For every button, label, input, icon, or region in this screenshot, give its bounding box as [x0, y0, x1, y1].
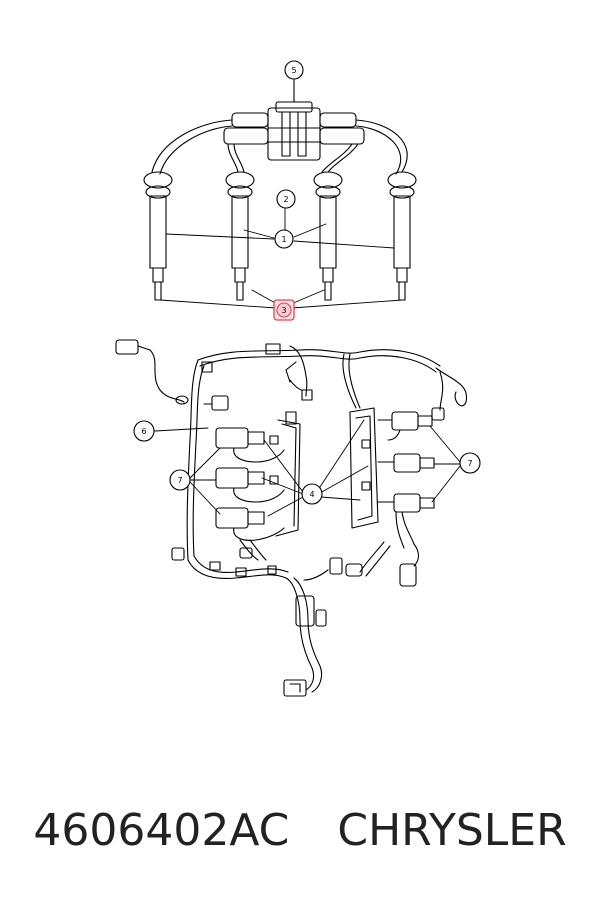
- right-injector-cluster: [349, 407, 435, 549]
- callout-1: 1: [274, 229, 294, 249]
- callout-2: 2: [276, 189, 296, 209]
- callout-7-left: 7: [169, 469, 191, 491]
- part-number: 4606402AC: [33, 804, 290, 856]
- spark-plug-wires: [151, 119, 408, 175]
- svg-text:7: 7: [467, 459, 472, 468]
- svg-text:4: 4: [309, 490, 314, 499]
- spark-plug-boots: [143, 171, 417, 301]
- engine-wiring-harness: [115, 339, 468, 561]
- svg-text:6: 6: [141, 427, 146, 436]
- brand-name: CHRYSLER: [337, 804, 567, 856]
- svg-text:7: 7: [177, 476, 182, 485]
- leader-lines-callout-1: [165, 207, 395, 249]
- callout-6: 6: [133, 420, 155, 442]
- part-caption: 4606402AC CHRYSLER: [0, 790, 600, 870]
- callout-7-right: 7: [459, 452, 481, 474]
- leader-lines-callout-3: [159, 289, 403, 309]
- callout-4: 4: [301, 483, 323, 505]
- leader-lines-lower: [154, 419, 461, 517]
- ignition-wiring-diagram: 5 2 1 3 6 7 4 7: [115, 60, 481, 697]
- svg-text:2: 2: [283, 195, 288, 204]
- lower-harness: [171, 539, 420, 697]
- callout-3-highlighted: 3: [273, 299, 295, 321]
- svg-text:1: 1: [281, 235, 286, 244]
- svg-text:3: 3: [281, 306, 286, 315]
- left-injector-cluster: [215, 411, 301, 541]
- callout-5: 5: [284, 60, 304, 80]
- svg-text:5: 5: [291, 66, 296, 75]
- ignition-coil-assembly: [223, 79, 365, 161]
